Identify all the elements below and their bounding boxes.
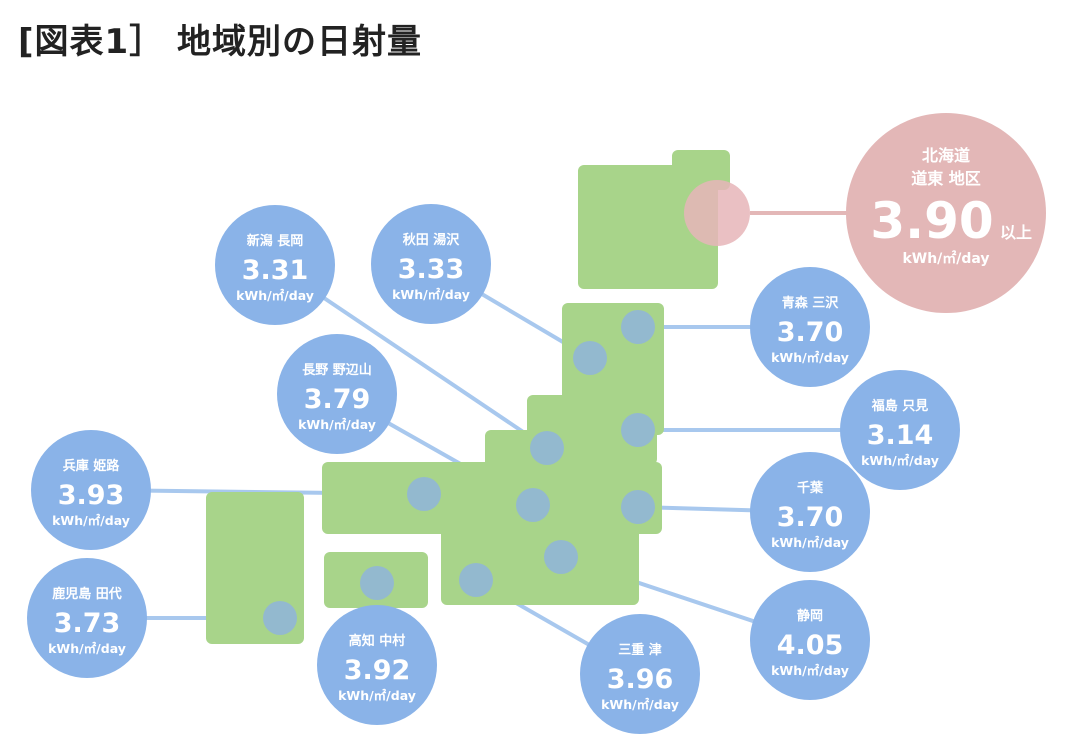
region-label-kagoshima-tashiro: 鹿児島 田代 — [52, 586, 122, 602]
hokkaido-callout: 北海道 道東 地区 3.90 以上 kWh/㎡/day — [684, 113, 1046, 313]
region-label-kochi-nakamura: 高知 中村 — [349, 633, 406, 649]
bubble-kagoshima-tashiro: 鹿児島 田代 3.73 kWh/㎡/day — [27, 558, 147, 678]
value-label-akita-yuzawa: 3.33 — [398, 254, 465, 285]
marker-kagoshima-tashiro — [263, 601, 297, 635]
value-label-chiba: 3.70 — [777, 502, 844, 533]
marker-nagano-nobeyama — [516, 488, 550, 522]
region-label-fukushima-tadami: 福島 只見 — [871, 398, 929, 414]
value-label-nagano-nobeyama: 3.79 — [304, 384, 371, 415]
region-label-aomori-misawa: 青森 三沢 — [782, 295, 840, 311]
unit-label-kochi-nakamura: kWh/㎡/day — [338, 688, 416, 703]
bubble-shizuoka: 静岡 4.05 kWh/㎡/day — [750, 580, 870, 700]
marker-niigata-nagaoka — [530, 431, 564, 465]
bubble-hyogo-himeji: 兵庫 姫路 3.93 kWh/㎡/day — [31, 430, 151, 550]
marker-kochi-nakamura — [360, 566, 394, 600]
hokkaido-block — [578, 165, 718, 289]
marker-chiba — [621, 490, 655, 524]
value-label-fukushima-tadami: 3.14 — [867, 420, 934, 451]
bubble-circle-akita-yuzawa — [371, 204, 491, 324]
hokkaido-region-line2: 道東 地区 — [911, 169, 981, 188]
value-label-niigata-nagaoka: 3.31 — [242, 255, 309, 286]
bubble-circle-mie-tsu — [580, 614, 700, 734]
chugoku-block — [322, 462, 662, 534]
unit-label-kagoshima-tashiro: kWh/㎡/day — [48, 641, 126, 656]
hokkaido-marker — [684, 180, 750, 246]
unit-label-hyogo-himeji: kWh/㎡/day — [52, 513, 130, 528]
bubble-nagano-nobeyama: 長野 野辺山 3.79 kWh/㎡/day — [277, 334, 397, 454]
hokkaido-tip — [672, 150, 730, 190]
station-markers — [263, 310, 655, 635]
unit-label-chiba: kWh/㎡/day — [771, 535, 849, 550]
bubble-aomori-misawa: 青森 三沢 3.70 kWh/㎡/day — [750, 267, 870, 387]
bubble-chiba: 千葉 3.70 kWh/㎡/day — [750, 452, 870, 572]
bubble-akita-yuzawa: 秋田 湯沢 3.33 kWh/㎡/day — [371, 204, 491, 324]
value-label-hyogo-himeji: 3.93 — [58, 480, 125, 511]
bubble-circle-hyogo-himeji — [31, 430, 151, 550]
unit-label-shizuoka: kWh/㎡/day — [771, 663, 849, 678]
marker-akita-yuzawa — [573, 341, 607, 375]
hokkaido-suffix: 以上 — [1000, 223, 1032, 242]
bubble-circle-chiba — [750, 452, 870, 572]
value-label-mie-tsu: 3.96 — [607, 664, 674, 695]
page-title: [図表1］ 地域別の日射量 — [18, 22, 423, 62]
bubble-circle-aomori-misawa — [750, 267, 870, 387]
bubble-circle-niigata-nagaoka — [215, 205, 335, 325]
hokkaido-unit: kWh/㎡/day — [902, 250, 989, 267]
value-label-kochi-nakamura: 3.92 — [344, 655, 411, 686]
unit-label-fukushima-tadami: kWh/㎡/day — [861, 453, 939, 468]
bubble-mie-tsu: 三重 津 3.96 kWh/㎡/day — [580, 614, 700, 734]
bubble-kochi-nakamura: 高知 中村 3.92 kWh/㎡/day — [317, 605, 437, 725]
region-label-chiba: 千葉 — [797, 480, 824, 496]
bubble-circle-nagano-nobeyama — [277, 334, 397, 454]
value-label-shizuoka: 4.05 — [777, 630, 844, 661]
marker-shizuoka — [544, 540, 578, 574]
value-label-kagoshima-tashiro: 3.73 — [54, 608, 121, 639]
region-label-shizuoka: 静岡 — [797, 608, 823, 624]
hokkaido-bubble — [846, 113, 1046, 313]
region-label-akita-yuzawa: 秋田 湯沢 — [403, 232, 461, 248]
unit-label-nagano-nobeyama: kWh/㎡/day — [298, 417, 376, 432]
bubble-fukushima-tadami: 福島 只見 3.14 kWh/㎡/day — [840, 370, 960, 490]
bubble-circle-shizuoka — [750, 580, 870, 700]
unit-label-niigata-nagaoka: kWh/㎡/day — [236, 288, 314, 303]
region-label-hyogo-himeji: 兵庫 姫路 — [63, 458, 121, 474]
bubble-circle-kochi-nakamura — [317, 605, 437, 725]
marker-hyogo-himeji — [407, 477, 441, 511]
region-label-niigata-nagaoka: 新潟 長岡 — [247, 233, 304, 249]
unit-label-aomori-misawa: kWh/㎡/day — [771, 350, 849, 365]
unit-label-akita-yuzawa: kWh/㎡/day — [392, 287, 470, 302]
bubble-circle-kagoshima-tashiro — [27, 558, 147, 678]
marker-mie-tsu — [459, 563, 493, 597]
unit-label-mie-tsu: kWh/㎡/day — [601, 697, 679, 712]
bubble-circle-fukushima-tadami — [840, 370, 960, 490]
value-label-aomori-misawa: 3.70 — [777, 317, 844, 348]
region-label-mie-tsu: 三重 津 — [618, 642, 662, 658]
hokkaido-value: 3.90 — [870, 192, 993, 250]
bubble-niigata-nagaoka: 新潟 長岡 3.31 kWh/㎡/day — [215, 205, 335, 325]
region-label-nagano-nobeyama: 長野 野辺山 — [302, 362, 372, 378]
marker-aomori-misawa — [621, 310, 655, 344]
marker-fukushima-tadami — [621, 413, 655, 447]
hokkaido-region-line1: 北海道 — [922, 146, 970, 165]
